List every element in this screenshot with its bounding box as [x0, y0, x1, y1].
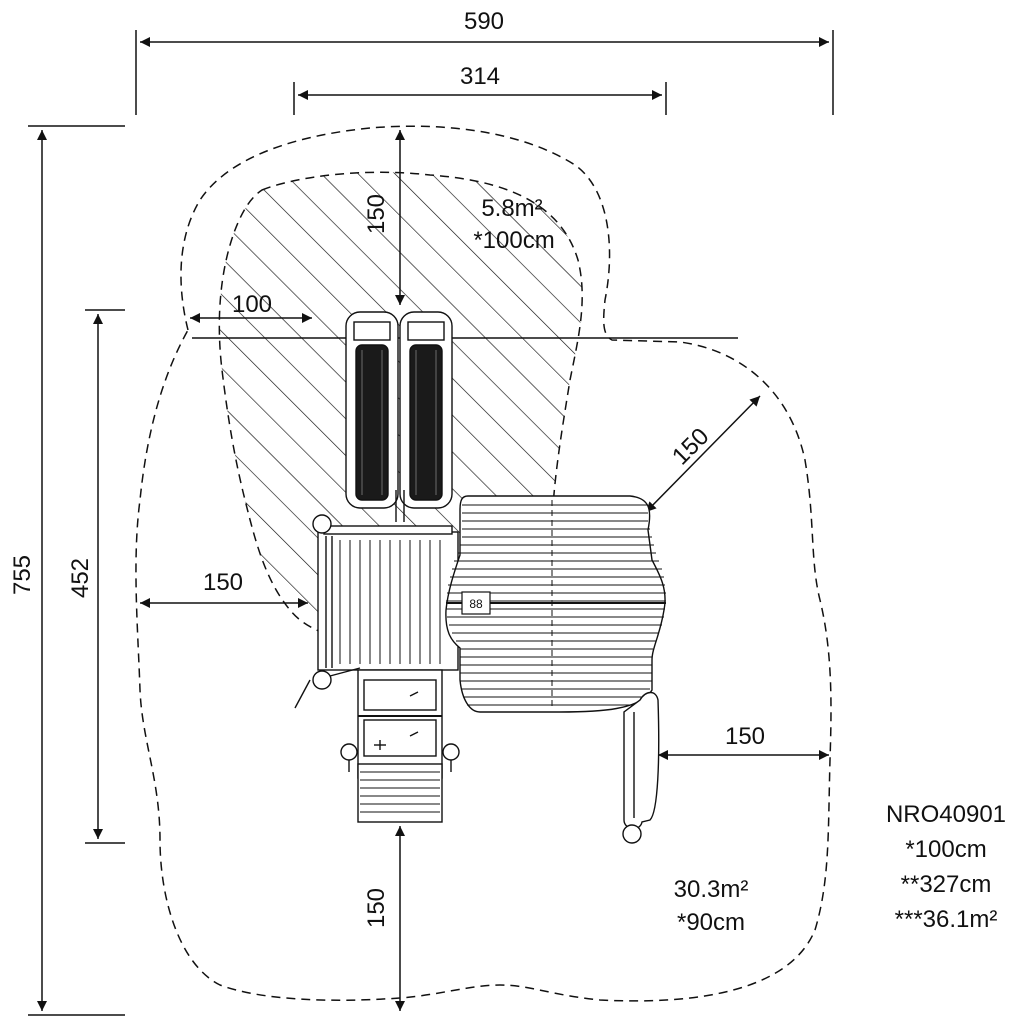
dim-diagonal: 150 [667, 423, 714, 470]
dim-top-clearance: 150 [363, 194, 390, 234]
product-code: NRO40901 [886, 801, 1006, 828]
dim-left-offset: 100 [232, 291, 272, 318]
dim-inner-height: 452 [67, 558, 94, 598]
double-slide [345, 311, 453, 522]
dim-inner-width: 314 [460, 63, 500, 90]
product-line-3: ***36.1m² [895, 906, 998, 933]
area-small-annotation: 5.8m² *100cm [473, 195, 554, 254]
dim-bottom: 150 [363, 888, 390, 928]
playground-equipment [294, 311, 666, 844]
area-small-height: *100cm [473, 227, 554, 254]
dim-total-width: 590 [464, 8, 504, 35]
ladder-steps [340, 669, 460, 823]
area-large-annotation: 30.3m² *90cm [674, 876, 749, 936]
product-line-1: *100cm [905, 836, 986, 863]
area-large-height: *90cm [677, 909, 745, 936]
dim-side-right: 150 [725, 723, 765, 750]
dim-side-left: 150 [203, 569, 243, 596]
equipment-tag [461, 591, 491, 615]
area-small-value: 5.8m² [481, 195, 542, 222]
product-info: NRO40901 *100cm **327cm ***36.1m² [886, 801, 1006, 933]
dimension-labels: 590 314 755 452 150 100 150 150 150 150 [9, 8, 765, 928]
product-line-2: **327cm [901, 871, 992, 898]
area-large-value: 30.3m² [674, 876, 749, 903]
equipment-tag-label: 88 [469, 597, 483, 611]
dim-total-height: 755 [9, 555, 36, 595]
side-slide [622, 691, 660, 844]
roof-deck [445, 495, 666, 713]
safety-zone-large [135, 125, 832, 1002]
tower-platform [294, 514, 459, 709]
